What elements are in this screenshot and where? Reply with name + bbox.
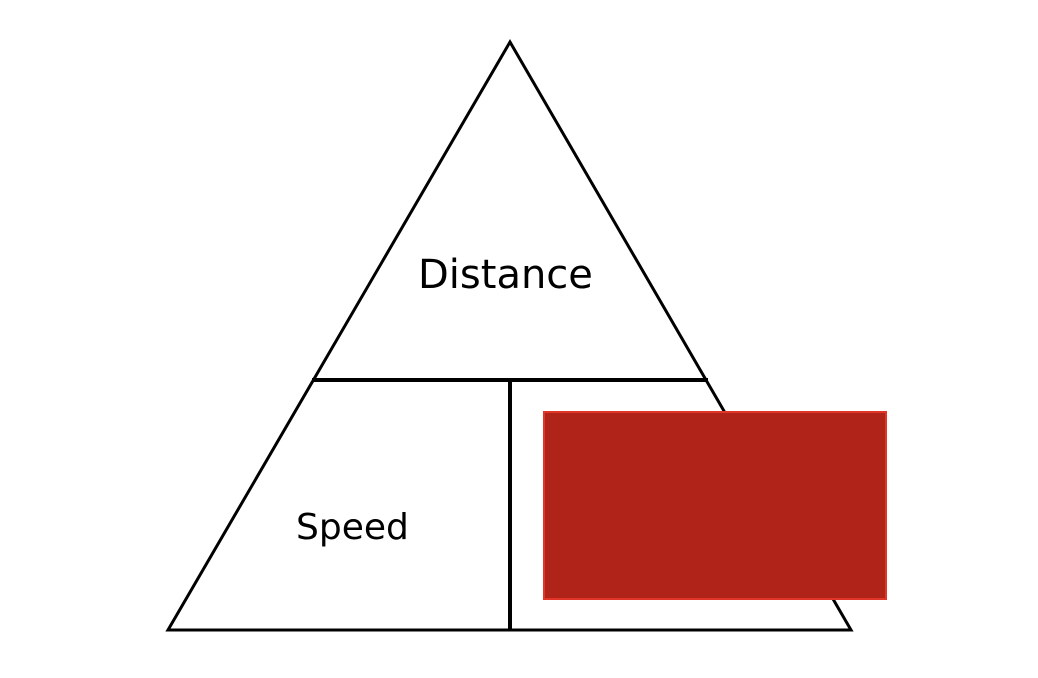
red-cover-box — [543, 411, 887, 600]
distance-label: Distance — [418, 252, 593, 298]
speed-label: Speed — [296, 507, 409, 548]
